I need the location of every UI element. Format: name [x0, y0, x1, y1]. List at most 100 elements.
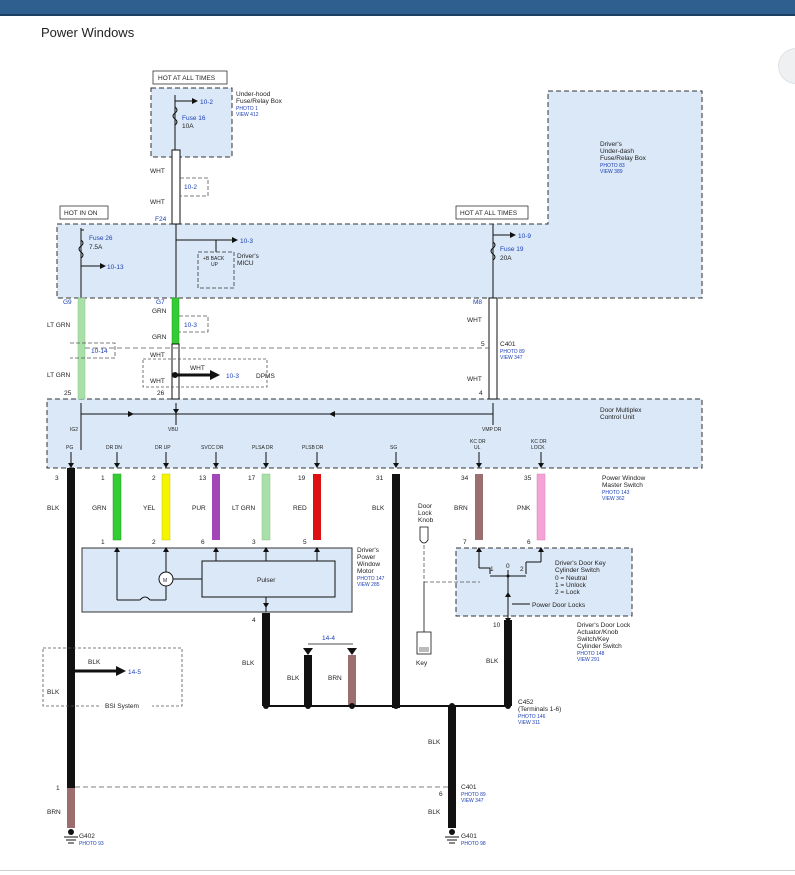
wire-brn-g402	[67, 788, 75, 828]
hot-at-all-times-label-2: HOT AT ALL TIMES	[460, 210, 518, 217]
term-kc-lock-1: KC DR	[531, 439, 547, 445]
actuator-view: VIEW 291	[577, 657, 600, 663]
ground-icon-g401	[445, 829, 459, 844]
wire-label-red: RED	[293, 505, 307, 512]
switch-pos-1: 1	[490, 566, 494, 573]
footer-divider	[0, 870, 795, 871]
dmcu-label-2: Control Unit	[600, 414, 635, 421]
term-svcc: SVCC DR	[201, 445, 224, 451]
backup-label-2: UP	[211, 262, 219, 268]
motor-label-4: Motor	[357, 568, 374, 575]
pin-13: 13	[199, 475, 207, 482]
wire-grn-vbu	[171, 297, 180, 345]
micu-label-2: MICU	[237, 260, 254, 267]
g401-label: G401	[461, 833, 477, 840]
c401-view-b: VIEW 347	[461, 798, 484, 804]
actuator-label-2: Actuator/Knob	[577, 629, 619, 636]
fuse16-label: Fuse 16	[182, 115, 206, 122]
key-cyl-label-4: 1 = Unlock	[555, 582, 587, 589]
c452-view: VIEW 311	[518, 720, 540, 726]
ground-icon-g402	[64, 829, 78, 844]
power-door-locks-label: Power Door Locks	[532, 602, 586, 609]
dmcu-box	[46, 398, 703, 469]
term-vbu: VBU	[168, 427, 179, 433]
wire-blk-motor	[262, 613, 270, 706]
key-cyl-label-1: Driver's Door Key	[555, 560, 606, 567]
pin-4-motor: 4	[252, 617, 256, 624]
pin-10: 10	[493, 622, 501, 629]
wire-label-ltgrn-2: LT GRN	[47, 372, 71, 379]
wire-blk-g401	[448, 788, 456, 828]
key-cylinder-box	[455, 547, 633, 617]
pwms-view: VIEW 362	[602, 496, 625, 502]
g402-photo: PHOTO 93	[79, 841, 104, 847]
term-kc-lock-2: LOCK	[531, 445, 545, 451]
connector-g9: G9	[63, 299, 72, 306]
pin-6-b: 6	[527, 539, 531, 546]
underhood-label-1: Under-hood	[236, 91, 271, 98]
pulser-label: Pulser	[257, 577, 276, 584]
wire-lt-grn-ig	[77, 297, 86, 400]
wire-label-grn-3: GRN	[92, 505, 107, 512]
c452-terminals: (Terminals 1-6)	[518, 706, 561, 713]
motor-icon	[158, 571, 174, 587]
ref-10-13: 10-13	[107, 264, 124, 271]
wire-blk-sg	[392, 474, 400, 708]
term-dr-dn: DR DN	[106, 445, 122, 451]
c401-photo-a: PHOTO 89	[500, 349, 525, 355]
ref-10-14: 10-14	[91, 348, 108, 355]
wire-label-ltgrn-3: LT GRN	[232, 505, 256, 512]
g401-photo: PHOTO 98	[461, 841, 486, 847]
fuse19-label: Fuse 19	[500, 246, 524, 253]
fuse19-amps: 20A	[500, 255, 512, 262]
pin-4-vmp: 4	[479, 390, 483, 397]
wire-pnk-lock	[536, 473, 546, 541]
wire-yel-up	[161, 473, 171, 541]
c401-label-b: C401	[461, 784, 477, 791]
pin-1-c401: 1	[56, 785, 60, 792]
term-plsa: PLSA DR	[252, 445, 274, 451]
pin-5-b: 5	[303, 539, 307, 546]
wire-label-wht-7: WHT	[467, 376, 482, 383]
wire-label-grn-2: GRN	[152, 334, 167, 341]
term-pg: PG	[66, 445, 73, 451]
dpms-label: DPMS	[256, 373, 275, 380]
wire-label-yel: YEL	[143, 505, 156, 512]
wire-label-wht-2: WHT	[150, 199, 165, 206]
pin-2-b: 2	[152, 539, 156, 546]
pin-1-a: 1	[101, 475, 105, 482]
fuse16-amps: 10A	[182, 123, 194, 130]
motor-view: VIEW 285	[357, 582, 380, 588]
wire-label-brn-2: BRN	[328, 675, 342, 682]
door-lock-knob-icon	[419, 526, 429, 544]
pin-2-a: 2	[152, 475, 156, 482]
wire-label-grn-1: GRN	[152, 308, 167, 315]
term-kc-ul-2: UL	[474, 445, 481, 451]
wire-label-brn-1: BRN	[454, 505, 468, 512]
term-ig2: IG2	[70, 427, 78, 433]
motor-label-2: Power	[357, 554, 376, 561]
underhood-fuse-box	[150, 87, 233, 158]
pin-5-c401: 5	[481, 341, 485, 348]
wire-blk-pg	[67, 468, 75, 788]
hot-in-on-label: HOT IN ON	[64, 210, 98, 217]
knob-label-2: Lock	[418, 510, 432, 517]
term-vmp-dr: VMP DR	[482, 427, 502, 433]
wire-blk-to-c401	[448, 706, 456, 788]
wire-grn-dn	[112, 473, 122, 541]
pin-19: 19	[298, 475, 306, 482]
pin-1-b: 1	[101, 539, 105, 546]
fuse26-amps: 7.5A	[89, 244, 103, 251]
underdash-fuse-box	[56, 90, 703, 299]
ref-10-2-b: 10-2	[184, 184, 197, 191]
c452-photo: PHOTO 146	[518, 714, 546, 720]
ref-10-3-c: 10-3	[226, 373, 239, 380]
wire-label-blk-4: BLK	[242, 660, 255, 667]
ref-14-4: 14-4	[322, 635, 335, 642]
motor-m-label: M	[163, 578, 167, 584]
pin-25: 25	[64, 390, 72, 397]
wire-label-blk-3: BLK	[486, 658, 499, 665]
actuator-photo: PHOTO 148	[577, 651, 605, 657]
ref-10-9: 10-9	[518, 233, 531, 240]
